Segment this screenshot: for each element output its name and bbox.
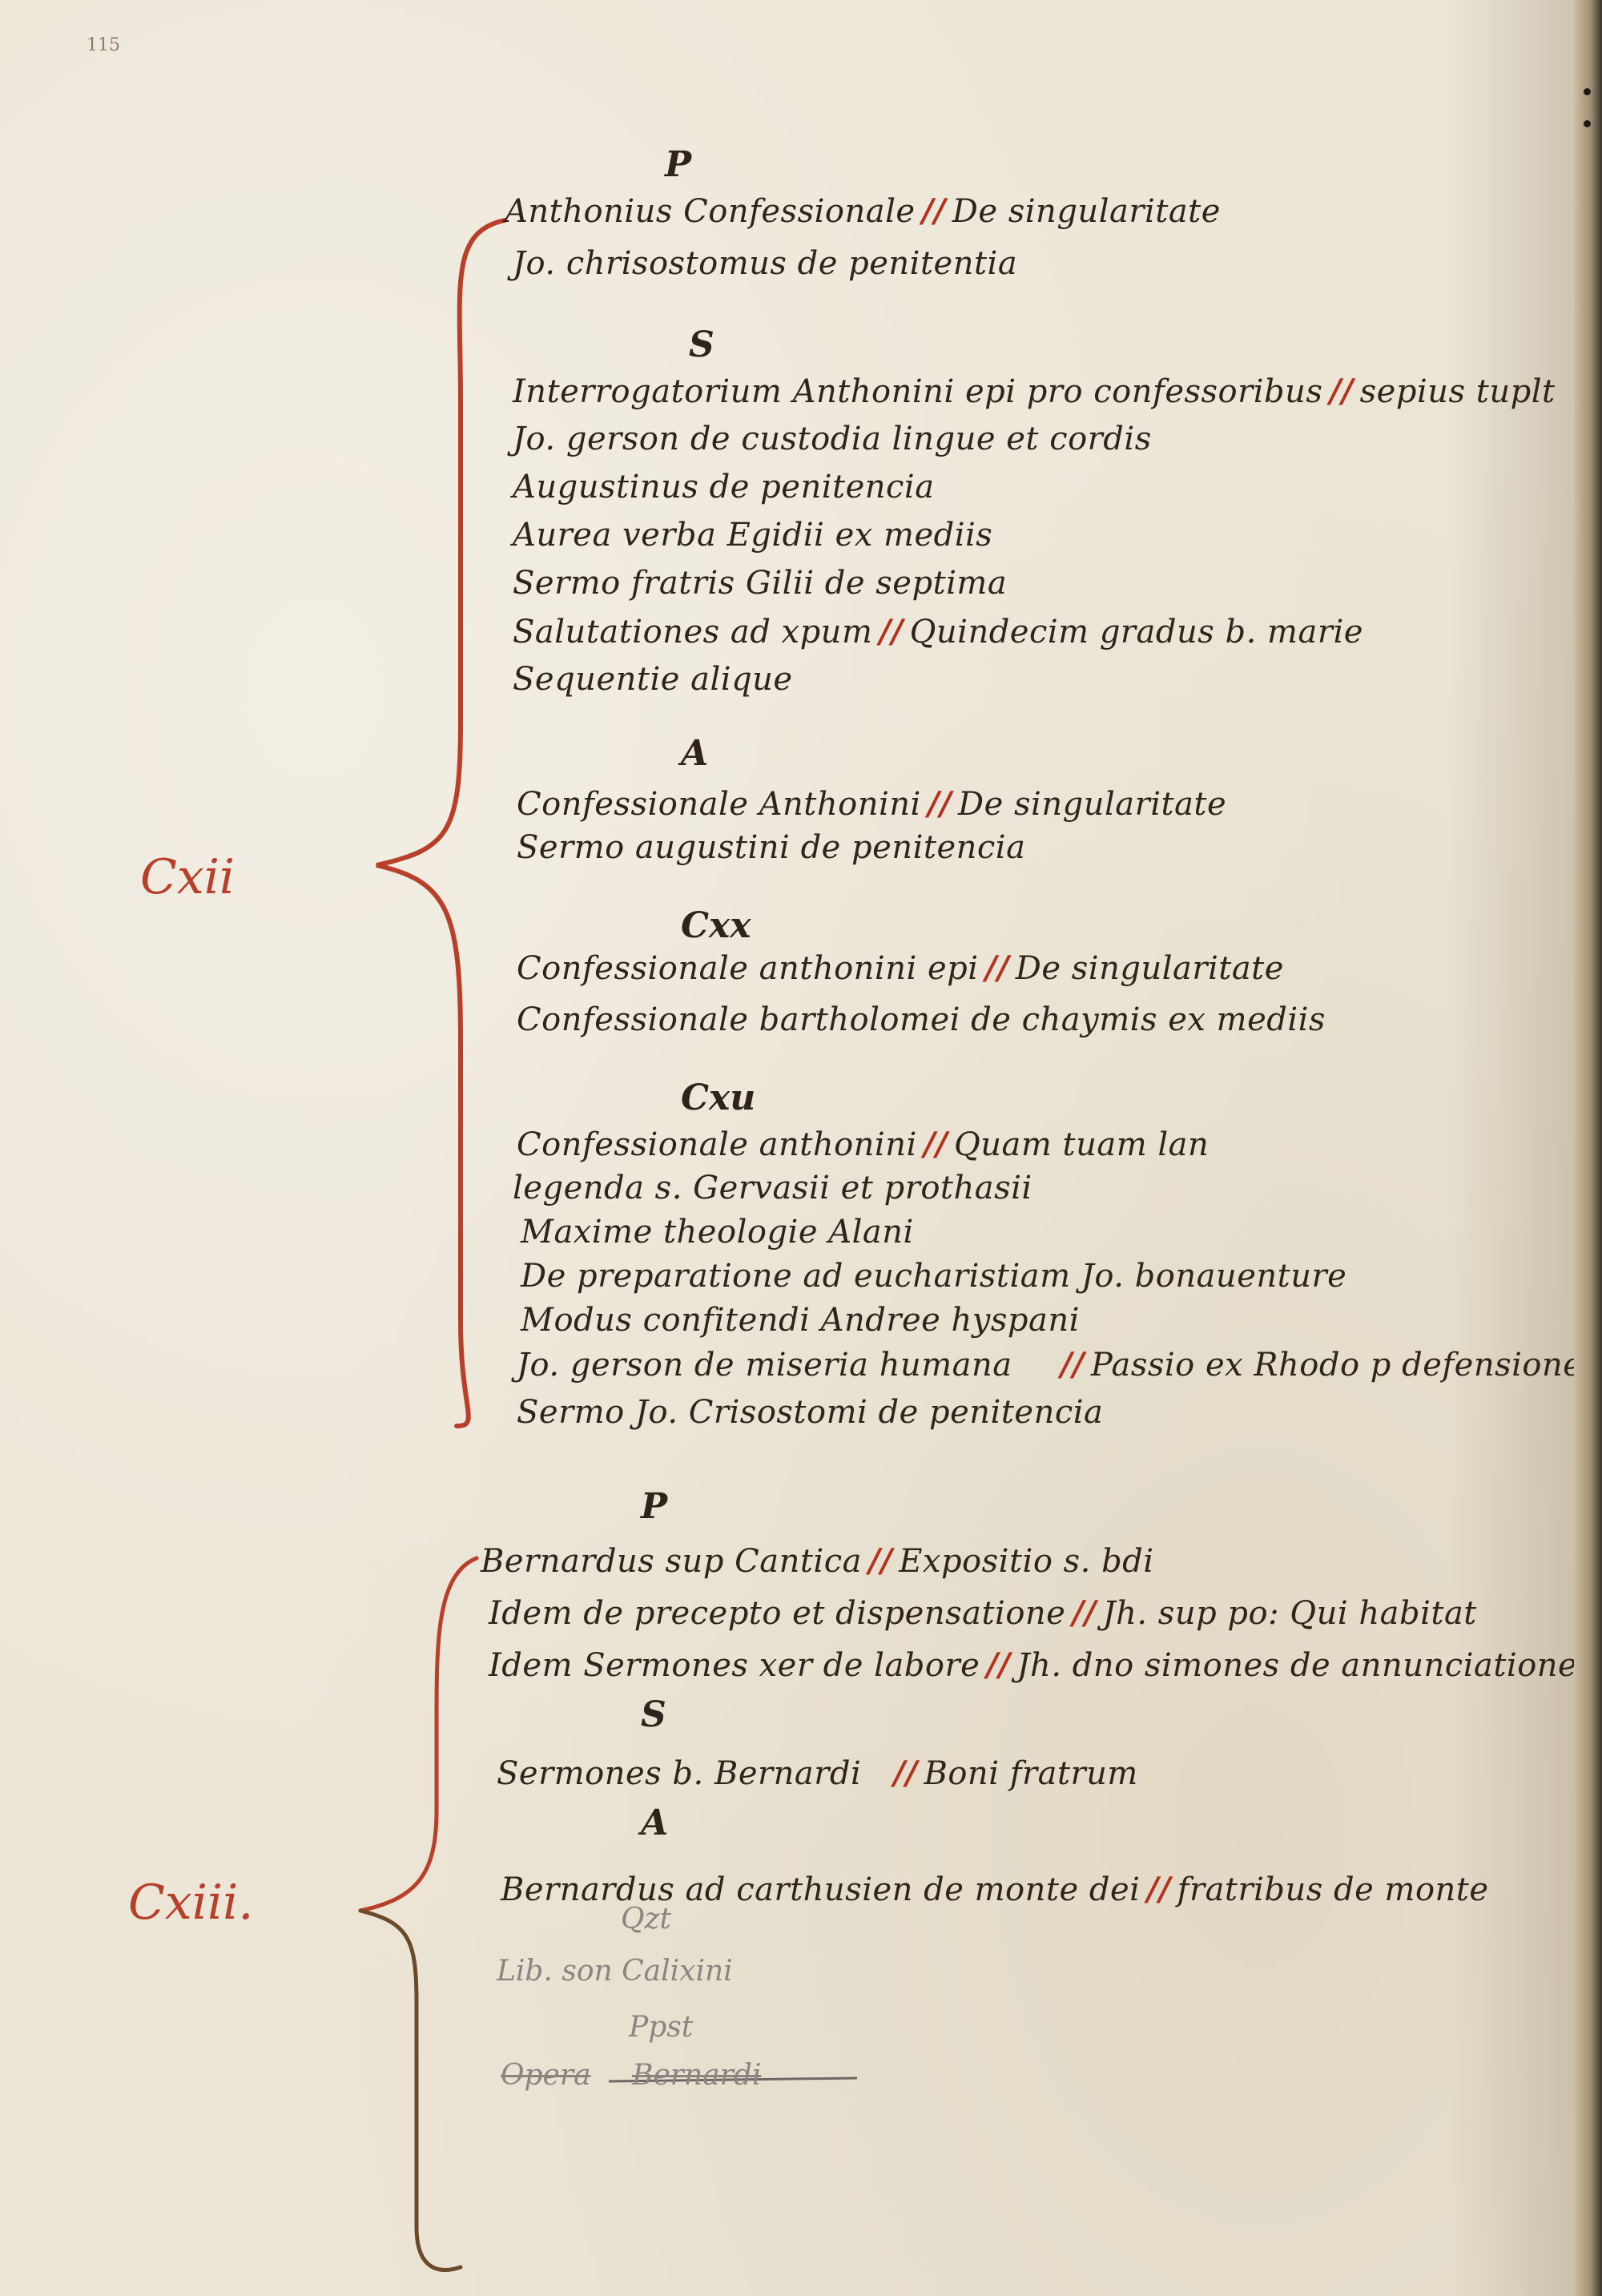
list-item: Interrogatorium Anthonini epi pro confes… (513, 373, 1556, 410)
folio-number: 115 (87, 35, 120, 55)
binding-hole (1584, 88, 1591, 95)
list-item: Salutationes ad xpum//Quindecim gradus b… (513, 613, 1363, 651)
brace-upper (376, 218, 507, 1428)
list-item: Sermo augustini de penitencia (517, 829, 1026, 866)
list-item: Sermo fratris Gilii de septima (513, 565, 1008, 602)
list-item: Idem de precepto et dispensatione//Jh. s… (489, 1594, 1477, 1632)
shelfmark-cxii: Cxii (140, 849, 235, 905)
list-item: Confessionale anthonini epi//De singular… (517, 949, 1284, 987)
pencil-note-line: Lib. son Calixini (497, 1955, 733, 1988)
list-item: Jo. gerson de miseria humana//Passio ex … (517, 1346, 1583, 1384)
group-letter: P (665, 144, 692, 185)
pencil-note-ref: Ppst (629, 2011, 694, 2044)
pencil-note-line: Opera Bernardi (501, 2059, 762, 2092)
list-item: Confessionale anthonini//Quam tuam lan (517, 1126, 1210, 1163)
list-item: Confessionale bartholomei de chaymis ex … (517, 1001, 1326, 1038)
list-item: Augustinus de penitencia (513, 469, 935, 506)
binding-hole (1584, 120, 1591, 127)
list-item: Sequentie alique (513, 661, 793, 698)
list-item: Aurea verba Egidii ex mediis (513, 517, 993, 554)
group-letter: A (681, 733, 709, 774)
shelfmark-cxiii: Cxiii. (128, 1875, 254, 1931)
group-letter: P (641, 1486, 668, 1527)
brace-lower-top (358, 1556, 479, 1913)
group-letter: S (641, 1694, 666, 1735)
group-letter: Cxx (681, 905, 751, 946)
brace-lower-bottom (358, 1908, 463, 2272)
list-item: Bernardus sup Cantica//Expositio s. bdi (481, 1542, 1154, 1580)
pencil-note-letter: Qzt (621, 1903, 671, 1935)
group-letter: A (641, 1803, 669, 1843)
list-item: Confessionale Anthonini//De singularitat… (517, 785, 1227, 823)
list-item: Jo. chrisostomus de penitentia (513, 245, 1018, 282)
pencil-strike (608, 2076, 858, 2083)
group-letter: S (689, 324, 714, 365)
list-item: Idem Sermones xer de labore//Jh. dno sim… (489, 1646, 1578, 1684)
book-spine (1574, 0, 1602, 2296)
group-letter: Cxu (681, 1078, 756, 1118)
list-item: Anthonius Confessionale//De singularitat… (505, 192, 1221, 230)
list-item: Sermo Jo. Crisostomi de penitencia (517, 1394, 1104, 1431)
list-item: Jo. gerson de custodia lingue et cordis (513, 421, 1152, 457)
list-item: Maxime theologie Alani (521, 1214, 914, 1251)
list-item: De preparatione ad eucharistiam Jo. bona… (521, 1258, 1347, 1295)
list-item: legenda s. Gervasii et prothasii (513, 1170, 1032, 1206)
list-item: Bernardus ad carthusien de monte dei//fr… (501, 1871, 1489, 1908)
list-item: Modus confitendi Andree hyspani (521, 1302, 1080, 1339)
list-item: Sermones b. Bernardi//Boni fratrum (497, 1754, 1138, 1792)
